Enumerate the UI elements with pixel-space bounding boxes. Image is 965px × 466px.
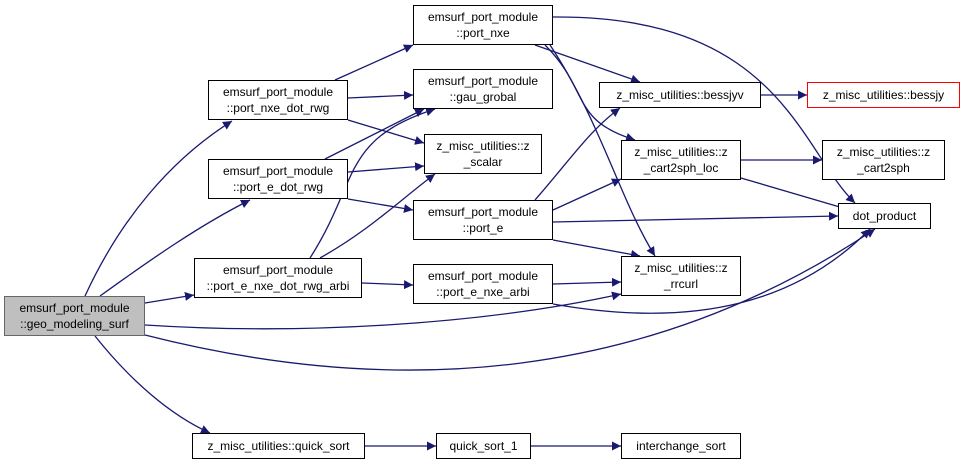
node-label: emsurf_port_module [427, 205, 539, 219]
node-label: ::port_e_dot_rwg [232, 180, 324, 194]
node-label: _scalar [463, 155, 503, 169]
node-quick-sort-1[interactable]: quick_sort_1 [436, 433, 531, 459]
node-port-e-dot-rwg[interactable]: emsurf_port_module ::port_e_dot_rwg [208, 159, 348, 199]
node-label: z_misc_utilities::z [436, 139, 530, 153]
node-port-e-nxe-dot-rwg-arbi[interactable]: emsurf_port_module ::port_e_nxe_dot_rwg_… [194, 258, 362, 298]
node-label: z_misc_utilities::bessjyv [616, 88, 744, 102]
node-z-cart2sph-loc[interactable]: z_misc_utilities::z _cart2sph_loc [621, 140, 741, 180]
node-geo-modeling-surf: emsurf_port_module ::geo_modeling_surf [4, 296, 145, 336]
node-label: ::port_nxe_dot_rwg [226, 101, 330, 115]
edge-port-e-dot-rwg-to-port-e [347, 198, 414, 213]
node-gau-grobal[interactable]: emsurf_port_module ::gau_grobal [413, 69, 553, 109]
node-label: ::port_e [462, 221, 504, 235]
edge-port-e-nxe-arbi-to-dot-product [552, 228, 871, 314]
edge-port-nxe-dot-rwg-to-port-nxe [334, 44, 414, 81]
node-label: emsurf_port_module [427, 269, 539, 283]
node-label: ::gau_grobal [449, 90, 517, 104]
node-port-nxe-dot-rwg[interactable]: emsurf_port_module ::port_nxe_dot_rwg [208, 80, 348, 120]
node-label: interchange_sort [636, 439, 726, 453]
edge-z-cart2sph-loc-to-dot-product [740, 177, 851, 212]
edge-port-nxe-to-z-rrcurl [549, 44, 656, 257]
node-label: _cart2sph [857, 161, 910, 175]
edge-port-e-nxe-dot-rwg-arbi-to-z-scalar [319, 173, 436, 259]
node-label: z_misc_utilities::z [634, 261, 728, 275]
node-label: emsurf_port_module [222, 164, 334, 178]
edge-geo-modeling-surf-to-quick-sort [94, 335, 211, 434]
node-label: _rrcurl [663, 277, 698, 291]
node-label: emsurf_port_module [222, 263, 334, 277]
node-label: z_misc_utilities::quick_sort [207, 439, 350, 453]
node-z-scalar[interactable]: z_misc_utilities::z _scalar [424, 134, 542, 174]
node-bessjy[interactable]: z_misc_utilities::bessjy [807, 82, 960, 108]
node-z-cart2sph[interactable]: z_misc_utilities::z _cart2sph [822, 140, 945, 180]
node-label: ::port_nxe [456, 26, 510, 40]
node-label: z_misc_utilities::bessjy [822, 88, 945, 102]
node-interchange-sort[interactable]: interchange_sort [621, 433, 741, 459]
node-label: ::port_e_nxe_arbi [436, 285, 530, 299]
node-label: ::port_e_nxe_dot_rwg_arbi [206, 279, 350, 293]
edge-port-nxe-dot-rwg-to-gau-grobal [347, 90, 414, 100]
node-label: emsurf_port_module [19, 301, 130, 315]
edge-port-e-to-bessjyv [534, 107, 621, 201]
node-quick-sort[interactable]: z_misc_utilities::quick_sort [192, 433, 365, 459]
node-label: emsurf_port_module [427, 10, 539, 24]
node-label: emsurf_port_module [222, 85, 334, 99]
edge-port-e-dot-rwg-to-z-scalar [347, 162, 425, 173]
node-label: _cart2sph_loc [643, 161, 719, 175]
edge-port-e-to-z-cart2sph-loc [552, 178, 622, 211]
node-label: dot_product [852, 209, 917, 223]
node-bessjyv[interactable]: z_misc_utilities::bessjyv [599, 82, 761, 108]
node-label: z_misc_utilities::z [634, 145, 728, 159]
edge-port-e-nxe-arbi-to-z-rrcurl [552, 277, 622, 287]
node-label: emsurf_port_module [427, 74, 539, 88]
edge-port-e-to-z-rrcurl [552, 239, 641, 259]
node-dot-product[interactable]: dot_product [838, 203, 931, 229]
edge-geo-modeling-surf-to-port-e-nxe-dot-rwg-arbi [144, 292, 195, 304]
node-label: ::geo_modeling_surf [20, 317, 129, 331]
edge-geo-modeling-surf-to-dot-product [144, 228, 876, 371]
edge-port-e-to-dot-product [552, 211, 839, 223]
node-z-rrcurl[interactable]: z_misc_utilities::z _rrcurl [621, 256, 741, 296]
node-label: quick_sort_1 [449, 439, 518, 453]
edge-port-e-nxe-dot-rwg-arbi-to-gau-grobal [309, 107, 436, 259]
node-port-nxe[interactable]: emsurf_port_module ::port_nxe [413, 5, 553, 45]
edge-port-nxe-to-bessjyv [534, 44, 641, 84]
edge-geo-modeling-surf-to-port-nxe-dot-rwg [84, 120, 233, 297]
node-label: z_misc_utilities::z [836, 145, 931, 159]
edge-geo-modeling-surf-to-port-e-dot-rwg [99, 199, 251, 297]
edge-port-e-dot-rwg-to-gau-grobal [324, 108, 425, 160]
edge-port-e-nxe-dot-rwg-arbi-to-port-e-nxe-arbi [361, 280, 414, 290]
node-port-e-nxe-arbi[interactable]: emsurf_port_module ::port_e_nxe_arbi [413, 264, 553, 304]
node-port-e[interactable]: emsurf_port_module ::port_e [413, 200, 553, 240]
